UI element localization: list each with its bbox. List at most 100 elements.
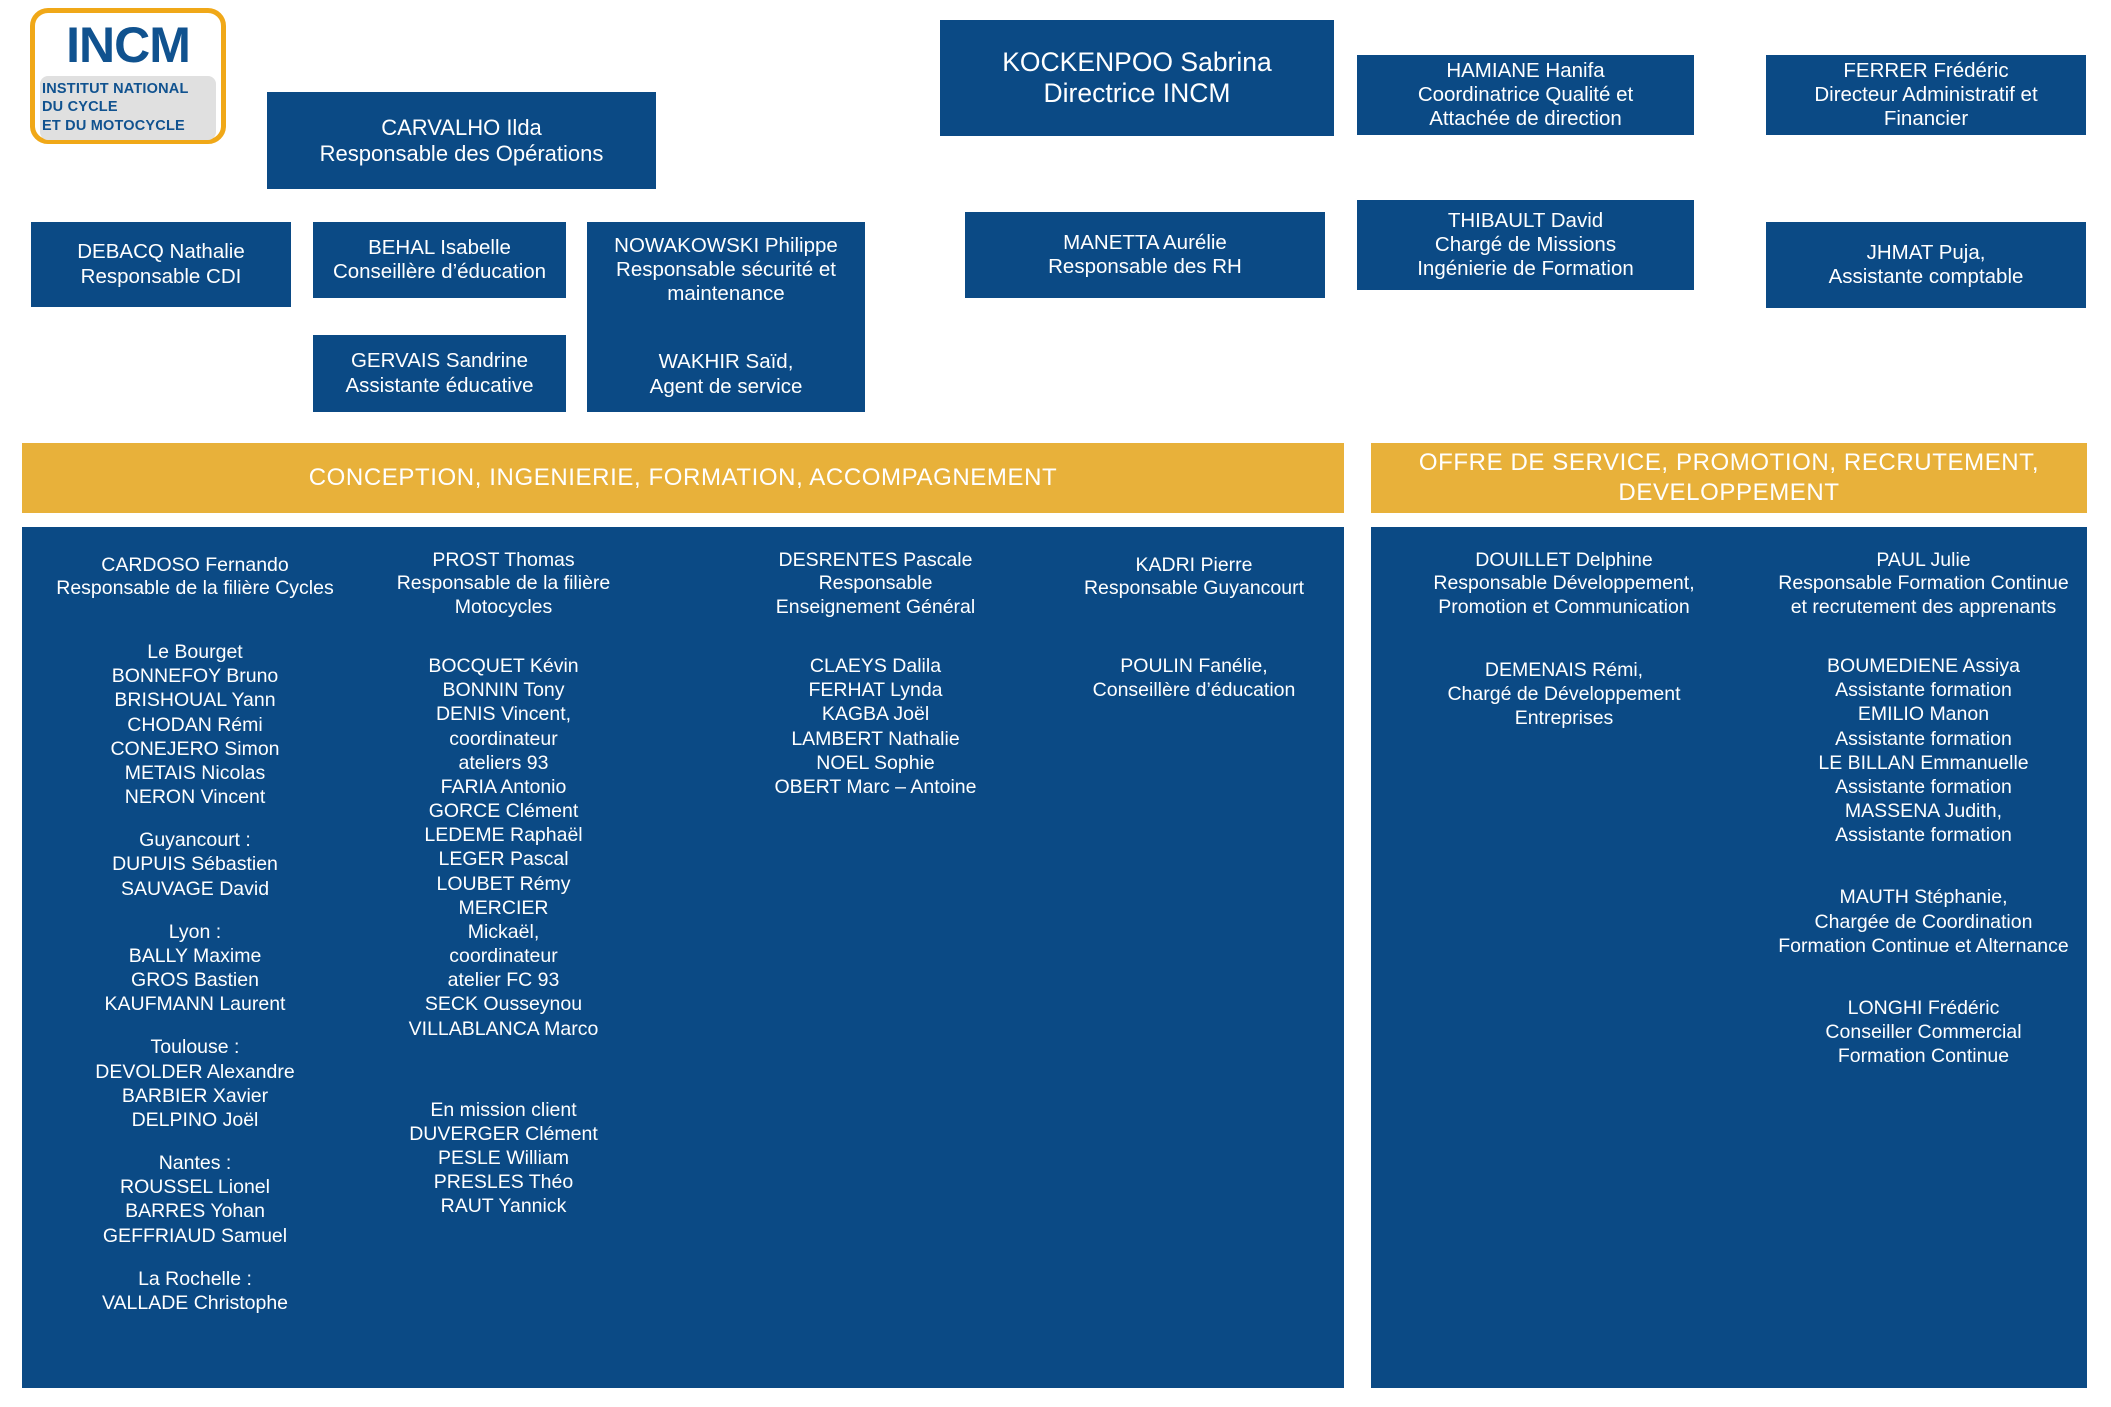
list-item: KAGBA Joël — [821, 703, 930, 726]
logo-wordmark: INCM — [66, 17, 191, 73]
box-jhmat-puja[interactable]: JHMAT Puja, Assistante comptable — [1766, 222, 2086, 308]
list-item: Toulouse : — [150, 1036, 240, 1059]
banner-conception-ingenierie: CONCEPTION, INGENIERIE, FORMATION, ACCOM… — [22, 443, 1344, 513]
box-manetta-aurelie[interactable]: MANETTA Aurélie Responsable des RH — [965, 212, 1325, 298]
list-item: CLAEYS Dalila — [809, 655, 942, 677]
list-spacer — [1765, 866, 2082, 885]
jhmat-role: Assistante comptable — [1828, 265, 2024, 288]
box-behal-isabelle[interactable]: BEHAL Isabelle Conseillère d’éducation — [313, 222, 566, 298]
list-spacer — [375, 1041, 632, 1060]
manetta-role: Responsable des RH — [1048, 255, 1242, 278]
list-item: FERHAT Lynda — [808, 679, 943, 702]
douillet-role-line-2: Promotion et Communication — [1438, 595, 1690, 618]
list-item: SECK Ousseynou — [424, 993, 583, 1016]
column-body-guyancourt: POULIN Fanélie,Conseillère d’éducation — [1044, 644, 1344, 1385]
list-item: coordinateur — [449, 727, 558, 750]
list-item: MAUTH Stéphanie, — [1839, 886, 2008, 909]
list-spacer — [1765, 847, 2082, 866]
list-item: LONGHI Frédéric — [1847, 996, 2000, 1019]
cardoso-role: Responsable de la filière Cycles — [56, 577, 334, 599]
list-item: SAUVAGE David — [120, 877, 270, 900]
list-item: POULIN Fanélie, — [1120, 655, 1268, 677]
paul-role-line-1: Responsable Formation Continue — [1778, 572, 2069, 595]
box-ferrer-frederic[interactable]: FERRER Frédéric Directeur Administratif … — [1766, 55, 2086, 135]
box-hamiane-hanifa[interactable]: HAMIANE Hanifa Coordinatrice Qualité et … — [1357, 55, 1694, 135]
list-item: FARIA Antonio — [440, 775, 567, 798]
box-nowakowski-philippe[interactable]: NOWAKOWSKI Philippe Responsable sécurité… — [587, 222, 865, 337]
list-item: BONNIN Tony — [442, 679, 565, 702]
list-item: Guyancourt : — [139, 829, 251, 852]
wakhir-name: WAKHIR Saïd, — [658, 350, 794, 374]
list-spacer — [1765, 977, 2082, 996]
paul-name: PAUL Julie — [1876, 548, 1971, 571]
column-head-developpement[interactable]: DOUILLET Delphine Responsable Développem… — [1374, 530, 1754, 638]
column-head-enseignement-general[interactable]: DESRENTES Pascale Responsable Enseigneme… — [713, 530, 1038, 638]
list-item: En mission client — [430, 1098, 577, 1121]
banner-left-text: CONCEPTION, INGENIERIE, FORMATION, ACCOM… — [308, 464, 1058, 491]
box-thibault-david[interactable]: THIBAULT David Chargé de Missions Ingéni… — [1357, 200, 1694, 290]
kadri-name: KADRI Pierre — [1135, 553, 1253, 576]
column-head-formation-continue[interactable]: PAUL Julie Responsable Formation Continu… — [1761, 530, 2086, 638]
list-item: DUPUIS Sébastien — [112, 853, 278, 876]
list-item: CHODAN Rémi — [127, 713, 263, 736]
list-item: GROS Bastien — [131, 969, 259, 992]
douillet-role-line-1: Responsable Développement, — [1433, 572, 1695, 595]
behal-role: Conseillère d’éducation — [332, 260, 547, 283]
list-item: LAMBERT Nathalie — [791, 727, 960, 750]
list-item: Assistante formation — [1835, 727, 2012, 750]
desrentes-name: DESRENTES Pascale — [778, 548, 973, 571]
ferrer-role-line-1: Directeur Administratif et — [1814, 82, 2038, 106]
list-item: Formation Continue — [1837, 1045, 2010, 1068]
list-item: LOUBET Rémy — [436, 872, 571, 895]
banner-offre-de-service: OFFRE DE SERVICE, PROMOTION, RECRUTEMENT… — [1371, 443, 2087, 513]
list-item: Conseillère d’éducation — [1092, 679, 1296, 702]
list-item: ROUSSEL Lionel — [120, 1176, 270, 1199]
list-item: DUVERGER Clément — [409, 1122, 598, 1145]
wakhir-role: Agent de service — [649, 374, 803, 398]
list-item: CONEJERO Simon — [110, 737, 280, 760]
list-item: Chargé de Développement — [1447, 683, 1681, 706]
column-head-guyancourt[interactable]: KADRI Pierre Responsable Guyancourt — [1044, 530, 1344, 624]
list-spacer — [1765, 958, 2082, 977]
list-item: DEMENAIS Rémi, — [1484, 659, 1644, 681]
list-item: VALLADE Christophe — [101, 1291, 289, 1314]
box-wakhir-said[interactable]: WAKHIR Saïd, Agent de service — [587, 337, 865, 412]
list-item: DENIS Vincent, — [435, 703, 572, 726]
list-item: METAIS Nicolas — [124, 761, 266, 784]
debacq-role: Responsable CDI — [80, 264, 242, 288]
list-item: Assistante formation — [1835, 679, 2012, 702]
list-item: BARBIER Xavier — [121, 1084, 269, 1107]
list-item: BOCQUET Kévin — [428, 655, 579, 677]
list-item: OBERT Marc – Antoine — [774, 775, 977, 798]
list-item: EMILIO Manon — [1857, 703, 1990, 726]
list-item: BOUMEDIENE Assiya — [1827, 655, 2020, 677]
list-item: Assistante formation — [1835, 824, 2012, 847]
nowakowski-name: NOWAKOWSKI Philippe — [614, 234, 838, 257]
logo-subtitle-line-1: INSTITUT NATIONAL — [42, 80, 189, 97]
list-item: Lyon : — [168, 920, 222, 943]
manetta-name: MANETTA Aurélie — [1063, 230, 1227, 254]
box-gervais-sandrine[interactable]: GERVAIS Sandrine Assistante éducative — [313, 335, 566, 412]
column-head-motocycles[interactable]: PROST Thomas Responsable de la filière M… — [371, 530, 636, 638]
box-carvalho-ilda[interactable]: CARVALHO Ilda Responsable des Opérations — [267, 92, 656, 189]
list-item: Nantes : — [158, 1152, 232, 1175]
column-head-cycles[interactable]: CARDOSO Fernando Responsable de la filiè… — [25, 530, 365, 624]
list-item: atelier FC 93 — [447, 969, 560, 992]
hamiane-role-line-2: Attachée de direction — [1429, 107, 1622, 131]
box-kockenpoo-sabrina[interactable]: KOCKENPOO Sabrina Directrice INCM — [940, 20, 1334, 136]
list-spacer — [29, 1016, 361, 1035]
box-debacq-nathalie[interactable]: DEBACQ Nathalie Responsable CDI — [31, 222, 291, 307]
list-item: PESLE William — [437, 1147, 570, 1170]
hamiane-name: HAMIANE Hanifa — [1446, 58, 1605, 82]
list-item: NERON Vincent — [124, 786, 266, 809]
banner-right-line-2: DEVELOPPEMENT — [1618, 479, 1840, 506]
carvalho-role: Responsable des Opérations — [319, 140, 604, 166]
list-item: Formation Continue et Alternance — [1778, 934, 2069, 957]
list-item: BALLY Maxime — [128, 944, 262, 967]
ferrer-name: FERRER Frédéric — [1843, 58, 2009, 82]
list-item: VILLABLANCA Marco — [408, 1017, 599, 1040]
list-item: La Rochelle : — [138, 1267, 252, 1290]
